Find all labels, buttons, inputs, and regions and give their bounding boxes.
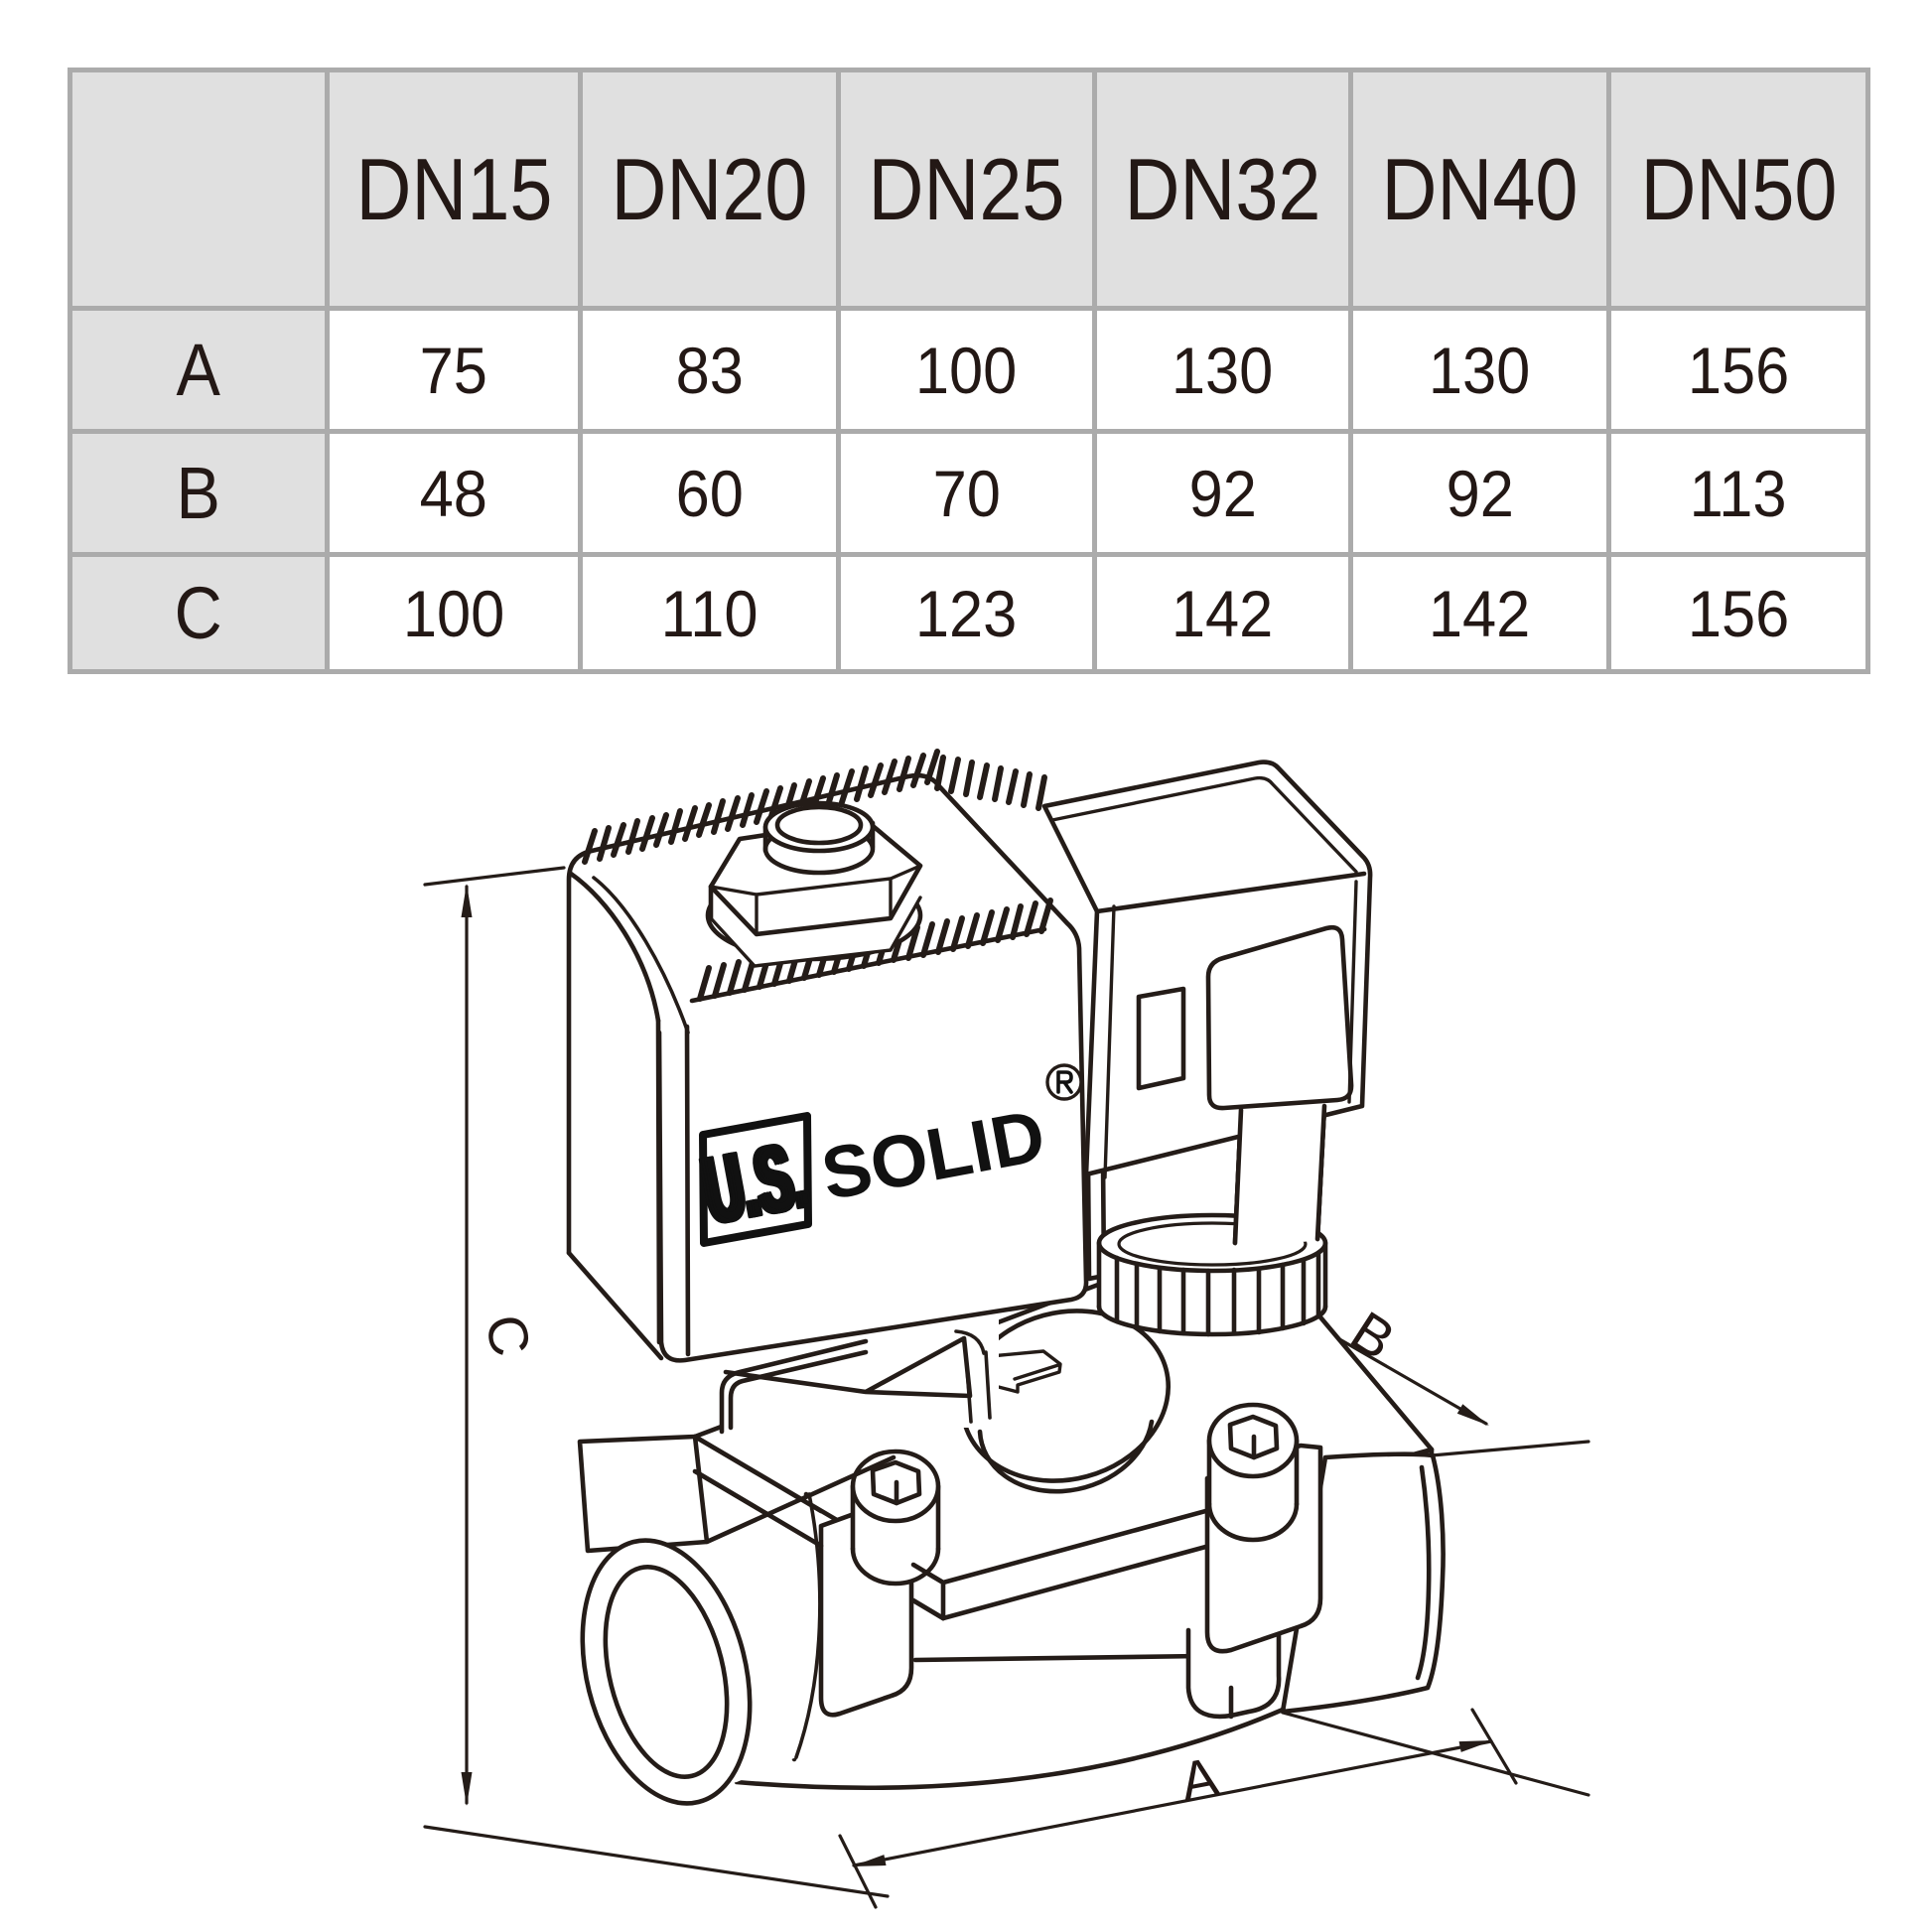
svg-text:C: C	[474, 1310, 543, 1362]
svg-text:U.S.: U.S.	[699, 1123, 818, 1244]
svg-text:U.S.: U.S.	[696, 1123, 815, 1244]
svg-text:U.S.: U.S.	[693, 1124, 812, 1245]
